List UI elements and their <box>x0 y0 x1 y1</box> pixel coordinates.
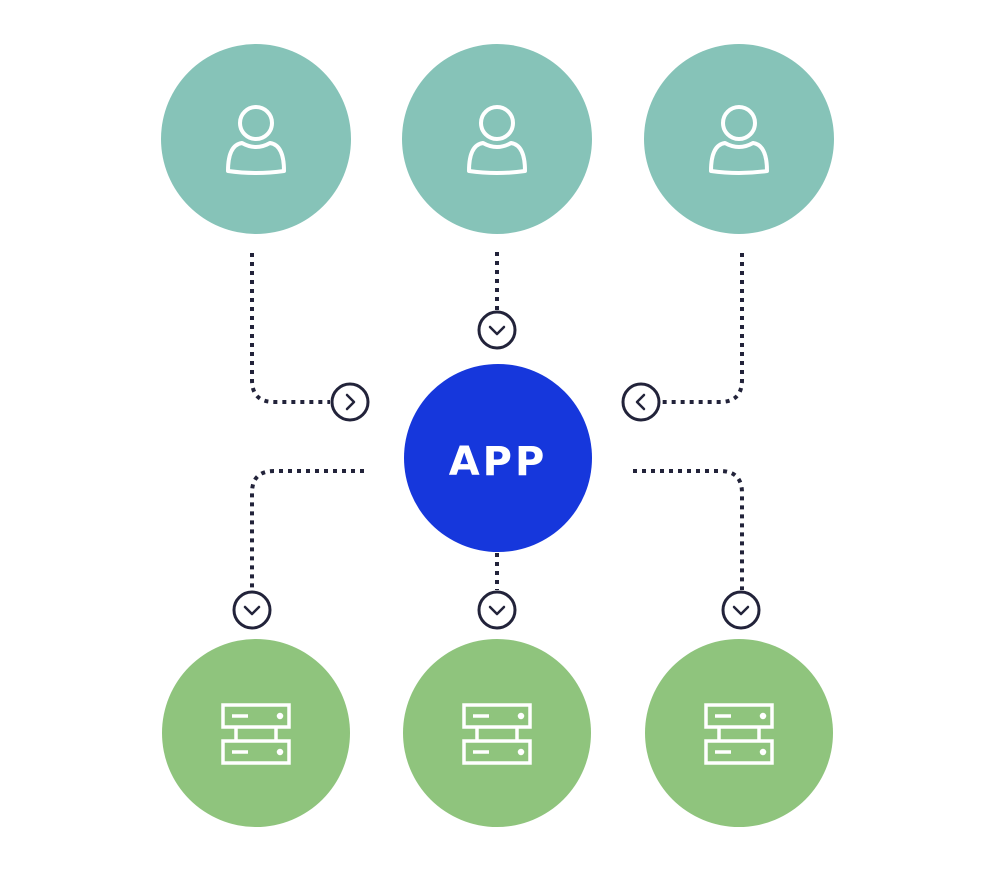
arrow-badge-bottom-right <box>721 590 761 630</box>
chevron-down-icon <box>243 605 261 616</box>
server-rack-icon <box>704 703 774 765</box>
arrow-badge-right <box>330 382 370 422</box>
chevron-right-icon <box>345 393 356 411</box>
chevron-down-icon <box>488 325 506 336</box>
user-node-right <box>644 44 834 234</box>
connector-app-to-server-left <box>250 469 364 590</box>
arrow-badge-left <box>621 382 661 422</box>
arrow-badge-bottom-middle <box>477 590 517 630</box>
arrow-badge-top-middle <box>477 310 517 350</box>
server-node-middle <box>403 639 591 827</box>
user-node-left <box>161 44 351 234</box>
server-node-right <box>645 639 833 827</box>
arrow-badge-bottom-left <box>232 590 272 630</box>
connector-app-to-server-right <box>633 469 744 590</box>
connector-user-right-to-app <box>662 253 744 404</box>
app-node: APP <box>404 364 592 552</box>
user-node-middle <box>402 44 592 234</box>
user-icon <box>226 105 286 175</box>
server-rack-icon <box>462 703 532 765</box>
user-icon <box>467 105 527 175</box>
server-node-left <box>162 639 350 827</box>
connector-user-left-to-app <box>250 253 330 404</box>
server-rack-icon <box>221 703 291 765</box>
chevron-down-icon <box>488 605 506 616</box>
chevron-down-icon <box>732 605 750 616</box>
user-icon <box>709 105 769 175</box>
chevron-left-icon <box>635 393 646 411</box>
app-node-label: APP <box>449 439 548 485</box>
